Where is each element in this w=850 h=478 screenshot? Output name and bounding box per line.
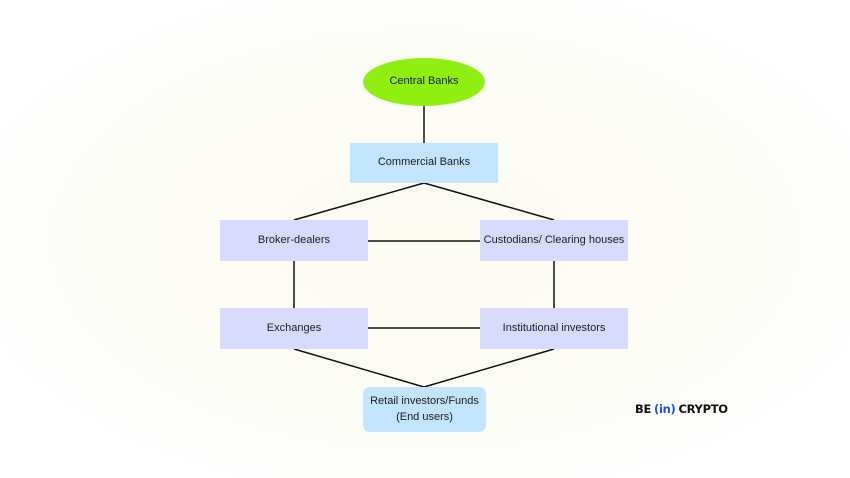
node-retail-investors: Retail investors/Funds (End users) — [363, 387, 486, 432]
node-label: Central Banks — [389, 75, 459, 88]
node-label: Exchanges — [266, 321, 322, 334]
beincrypto-logo: BE (in) CRYPTO — [635, 402, 728, 416]
edge-commercial-broker — [293, 182, 425, 221]
edge-commercial-custodians — [423, 182, 555, 221]
logo-in-mark: (in) — [654, 402, 676, 416]
node-label-line2: (End users) — [396, 410, 453, 423]
node-custodians: Custodians/ Clearing houses — [480, 220, 628, 261]
node-broker-dealers: Broker-dealers — [220, 220, 368, 261]
node-label: Commercial Banks — [377, 156, 471, 169]
logo-prefix: BE — [635, 402, 652, 416]
node-commercial-banks: Commercial Banks — [350, 143, 498, 183]
node-exchanges: Exchanges — [220, 308, 368, 349]
node-label-line1: Retail investors/Funds — [370, 394, 479, 407]
node-label: Custodians/ Clearing houses — [483, 233, 625, 246]
node-label: Institutional investors — [502, 321, 606, 334]
edge-institutional-retail — [423, 348, 555, 388]
node-central-banks: Central Banks — [363, 58, 485, 106]
node-institutional-investors: Institutional investors — [480, 308, 628, 349]
edge-exchanges-retail — [293, 348, 425, 388]
node-label: Broker-dealers — [257, 233, 331, 246]
logo-suffix: CRYPTO — [678, 402, 728, 416]
